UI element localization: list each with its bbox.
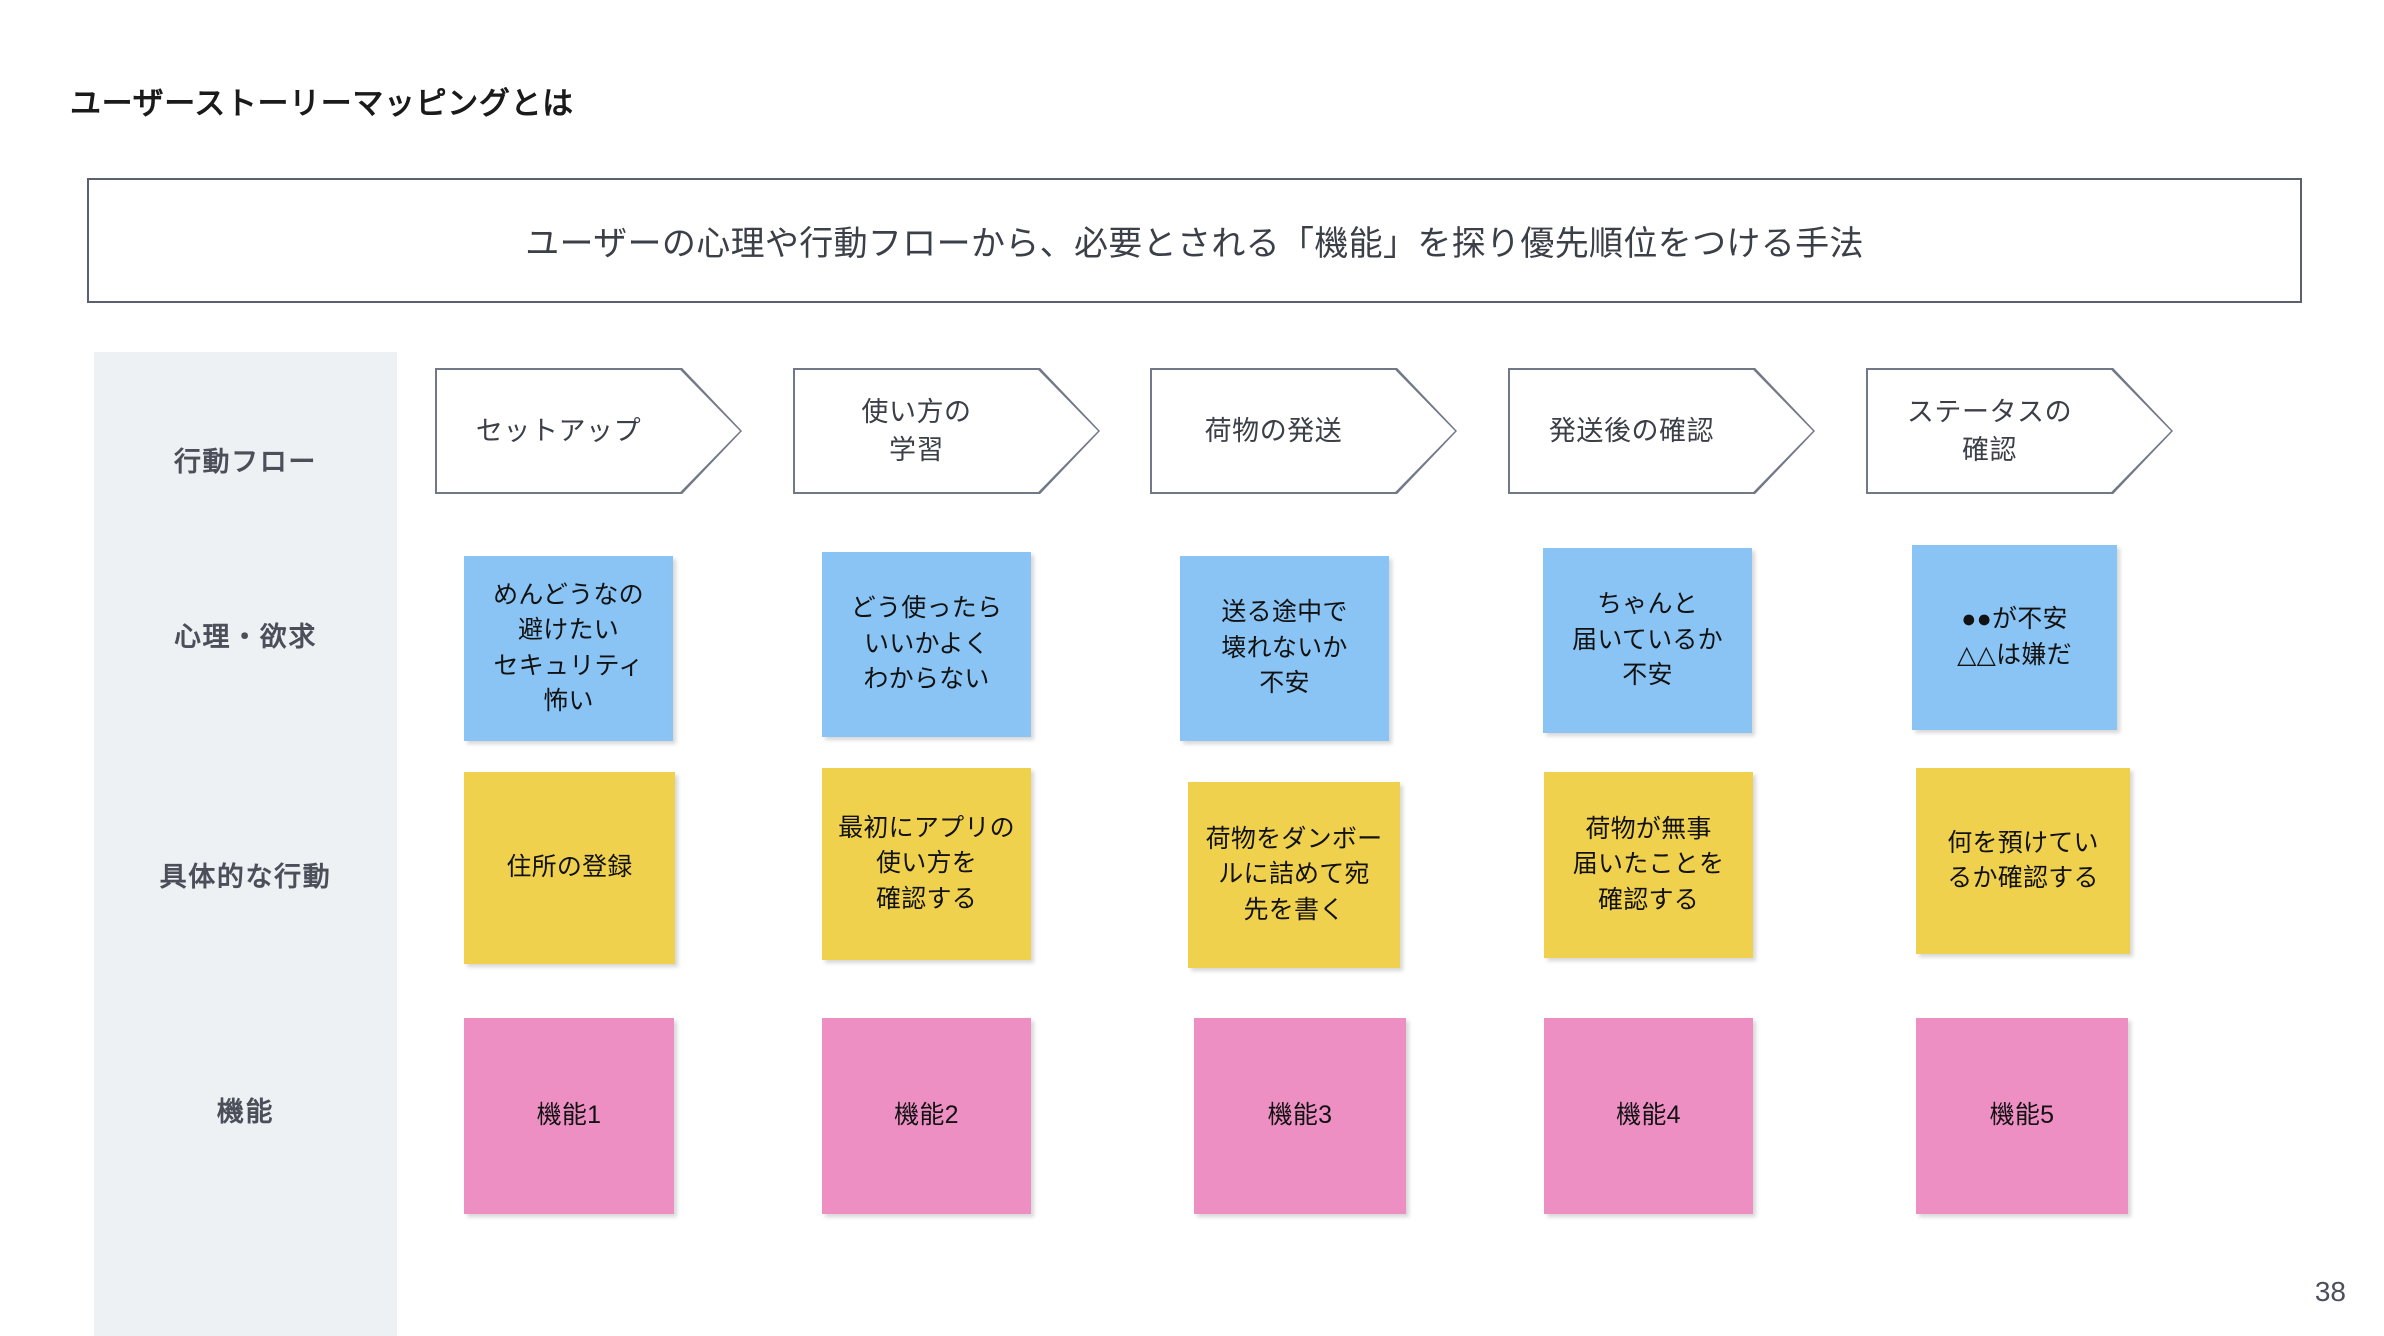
action-card-2[interactable]: 最初にアプリの 使い方を 確認する [822,768,1031,960]
psychology-card-label: ちゃんと 届いているか 不安 [1572,590,1723,690]
flow-step-3[interactable]: 荷物の発送 [1150,368,1457,494]
flow-step-line1: 荷物の発送 [1204,415,1343,446]
feature-card-label: 機能3 [1267,1101,1333,1130]
psychology-card-4[interactable]: ちゃんと 届いているか 不安 [1543,548,1752,733]
flow-step-line1: ステータスの [1906,396,2073,427]
action-card-1[interactable]: 住所の登録 [464,772,675,964]
psychology-card-label: ●●が不安 △△は嫌だ [1957,605,2072,669]
psychology-card-1[interactable]: めんどうなの 避けたい セキュリティ 怖い [464,556,673,741]
feature-card-label: 機能5 [1989,1101,2055,1130]
flow-step-line1: セットアップ [475,415,642,446]
row-label-column: 行動フロー心理・欲求具体的な行動機能 [94,352,397,1336]
feature-card-4[interactable]: 機能4 [1544,1018,1753,1214]
action-card-label: 住所の登録 [506,853,633,882]
flow-step-line2: 確認 [1961,435,2018,465]
feature-card-label: 機能2 [894,1101,959,1130]
feature-card-3[interactable]: 機能3 [1194,1018,1406,1214]
subtitle-banner: ユーザーの心理や行動フローから、必要とされる「機能」を探り優先順位をつける手法 [87,178,2302,303]
psychology-card-5[interactable]: ●●が不安 △△は嫌だ [1912,545,2117,730]
action-card-label: 何を預けてい るか確認する [1947,828,2099,893]
psychology-card-label: めんどうなの 避けたい セキュリティ 怖い [493,580,644,716]
feature-card-label: 機能4 [1616,1101,1681,1130]
flow-step-2[interactable]: 使い方の学習 [793,368,1100,494]
action-card-5[interactable]: 何を預けてい るか確認する [1916,768,2130,954]
psychology-card-3[interactable]: 送る途中で 壊れないか 不安 [1180,556,1389,741]
row-label-1: 行動フロー [173,447,318,477]
flow-step-label: 発送後の確認 [1508,368,1755,494]
feature-card-2[interactable]: 機能2 [822,1018,1031,1214]
psychology-card-label: 送る途中で 壊れないか 不安 [1221,598,1348,698]
page-number: 38 [2314,1276,2346,1307]
row-label-4: 機能 [216,1097,275,1127]
feature-card-label: 機能1 [536,1101,602,1130]
psychology-card-2[interactable]: どう使ったら いいかよく わからない [822,552,1031,737]
row-label-3: 具体的な行動 [159,862,332,892]
feature-card-5[interactable]: 機能5 [1916,1018,2128,1214]
action-card-3[interactable]: 荷物をダンボー ルに詰めて宛 先を書く [1188,782,1400,968]
action-card-4[interactable]: 荷物が無事 届いたことを 確認する [1544,772,1753,958]
row-label-2: 心理・欲求 [173,622,318,652]
flow-step-label: 荷物の発送 [1150,368,1397,494]
chevron-fill-shape [437,370,740,492]
flow-step-label: 使い方の学習 [793,368,1040,494]
flow-step-line2: 学習 [888,435,945,465]
action-card-label: 最初にアプリの 使い方を 確認する [838,813,1015,913]
flow-step-label: セットアップ [435,368,682,494]
flow-step-label: ステータスの確認 [1866,368,2113,494]
flow-step-5[interactable]: ステータスの確認 [1866,368,2173,494]
psychology-card-label: どう使ったら いいかよく わからない [850,594,1003,694]
chevron-fill-shape [1510,370,1813,492]
chevron-fill-shape [1152,370,1455,492]
action-card-label: 荷物をダンボー ルに詰めて宛 先を書く [1205,824,1383,924]
page-title: ユーザーストーリーマッピングとは [70,86,574,121]
flow-step-1[interactable]: セットアップ [435,368,742,494]
feature-card-1[interactable]: 機能1 [464,1018,674,1214]
action-card-label: 荷物が無事 届いたことを 確認する [1572,814,1725,914]
flow-step-line1: 発送後の確認 [1548,415,1715,446]
chevron-fill-shape [795,370,1098,492]
flow-step-line1: 使い方の [861,396,972,427]
chevron-fill-shape [1868,370,2171,492]
flow-step-4[interactable]: 発送後の確認 [1508,368,1815,494]
subtitle-text: ユーザーの心理や行動フローから、必要とされる「機能」を探り優先順位をつける手法 [525,225,1864,263]
